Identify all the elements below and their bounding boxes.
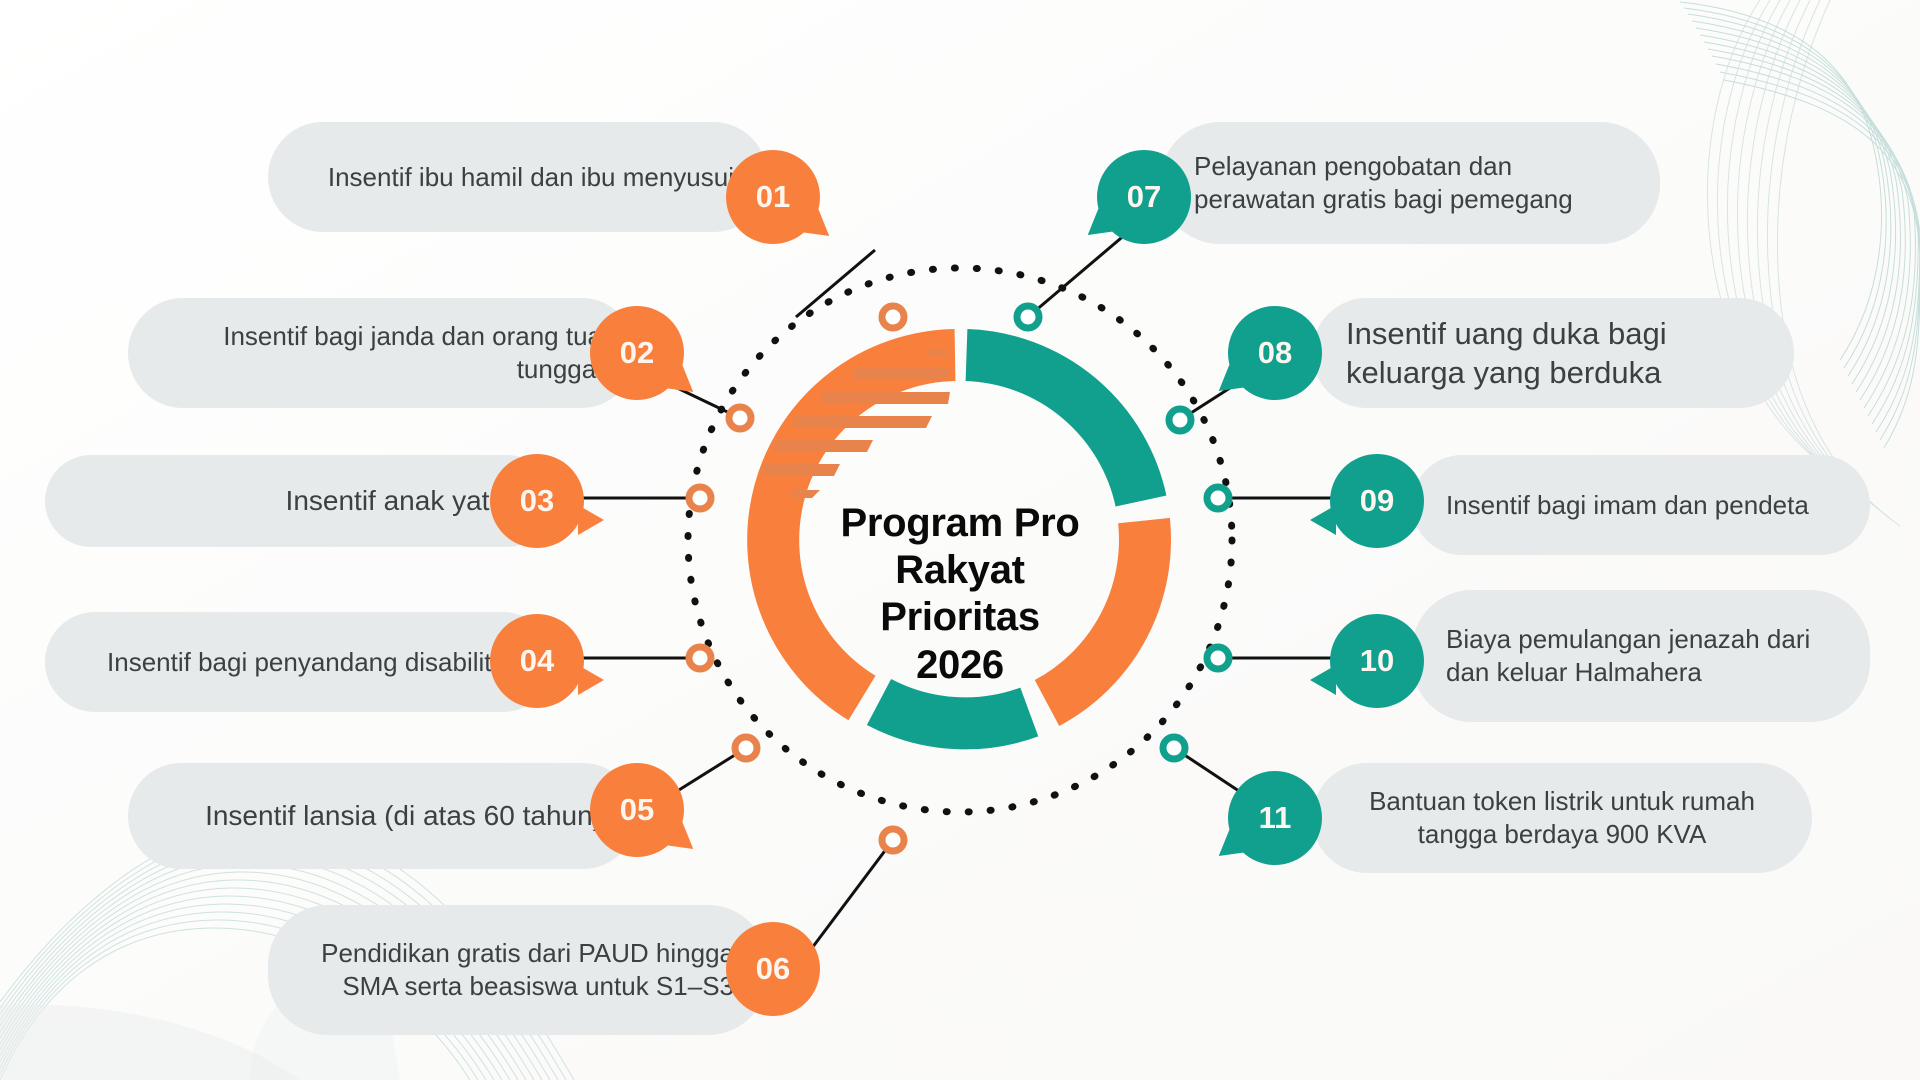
item-number-03: 03 — [519, 483, 555, 518]
item-label-10[interactable]: Biaya pemulangan jenazah dari dan keluar… — [1412, 590, 1870, 722]
item-label-03[interactable]: Insentif anak yatim — [45, 455, 553, 547]
item-badge-11[interactable]: 11 — [1209, 771, 1322, 868]
item-text-09: Insentif bagi imam dan pendeta — [1446, 489, 1809, 520]
item-badge-05[interactable]: 05 — [590, 763, 703, 861]
connector-node-04 — [685, 643, 715, 673]
item-label-04[interactable]: Insentif bagi penyandang disabilitas — [45, 612, 553, 712]
donut-segment-teal-bottom — [866, 678, 1039, 750]
item-text-04: Insentif bagi penyandang disabilitas — [107, 646, 519, 677]
item-text-05: Insentif lansia (di atas 60 tahun) — [205, 800, 602, 832]
item-text-07: Pelayanan pengobatan dan perawatan grati… — [1194, 151, 1573, 214]
center-title-line-2: Rakyat — [895, 548, 1025, 593]
item-badge-04[interactable]: 04 — [490, 614, 604, 708]
item-badge-07[interactable]: 07 — [1078, 150, 1191, 247]
item-label-08[interactable]: Insentif uang duka bagi keluarga yang be… — [1312, 298, 1794, 408]
item-number-01: 01 — [755, 179, 791, 214]
donut-segment-teal-top — [965, 329, 1167, 508]
item-number-02: 02 — [619, 335, 655, 370]
item-text-03: Insentif anak yatim — [285, 485, 519, 517]
item-badge-02[interactable]: 02 — [590, 306, 703, 404]
donut-segment-orange-right — [1034, 517, 1171, 726]
center-title: Program Pro Rakyat Prioritas 2026 — [790, 500, 1130, 689]
connector-node-02 — [725, 403, 755, 433]
item-text-08: Insentif uang duka bagi keluarga yang be… — [1346, 315, 1667, 390]
item-text-02: Insentif bagi janda dan orang tua tungga… — [223, 321, 602, 384]
item-number-08: 08 — [1257, 335, 1293, 370]
item-badge-10[interactable]: 10 — [1310, 614, 1424, 708]
connector-node-11 — [1159, 733, 1189, 763]
item-label-06[interactable]: Pendidikan gratis dari PAUD hingga SMA s… — [268, 905, 768, 1035]
connector-line-01 — [795, 248, 876, 319]
item-label-02[interactable]: Insentif bagi janda dan orang tua tungga… — [128, 298, 636, 408]
item-badge-09[interactable]: 09 — [1310, 454, 1424, 548]
connector-node-09 — [1203, 483, 1233, 513]
item-text-06: Pendidikan gratis dari PAUD hingga SMA s… — [321, 938, 734, 1001]
connector-node-06 — [878, 825, 908, 855]
dotted-ring — [684, 264, 1236, 816]
item-label-07[interactable]: Pelayanan pengobatan dan perawatan grati… — [1160, 122, 1660, 244]
connector-node-08 — [1165, 405, 1195, 435]
connector-node-10 — [1203, 643, 1233, 673]
item-badge-03[interactable]: 03 — [490, 454, 604, 548]
center-title-line-3: Prioritas — [880, 595, 1040, 640]
item-number-06: 06 — [755, 951, 791, 986]
badge-tail-10 — [1310, 664, 1336, 695]
item-label-11[interactable]: Bantuan token listrik untuk rumah tangga… — [1312, 763, 1812, 873]
item-badge-08[interactable]: 08 — [1209, 306, 1322, 403]
item-number-11: 11 — [1258, 800, 1292, 835]
badge-tail-03 — [578, 504, 604, 535]
decorative-stripes — [761, 349, 950, 498]
item-number-04: 04 — [519, 643, 555, 678]
connector-node-05 — [731, 733, 761, 763]
center-title-line-4: 2026 — [916, 642, 1004, 687]
item-number-09: 09 — [1359, 483, 1395, 518]
item-label-09[interactable]: Insentif bagi imam dan pendeta — [1412, 455, 1870, 555]
item-text-01: Insentif ibu hamil dan ibu menyusui — [327, 161, 734, 192]
badge-tail-09 — [1310, 504, 1336, 535]
item-text-11: Bantuan token listrik untuk rumah tangga… — [1369, 786, 1755, 849]
item-badge-01[interactable]: 01 — [726, 150, 839, 248]
connector-node-03 — [685, 483, 715, 513]
center-title-line-1: Program Pro — [840, 501, 1080, 545]
item-label-05[interactable]: Insentif lansia (di atas 60 tahun) — [128, 763, 636, 869]
connector-node-07 — [1013, 302, 1043, 332]
item-number-07: 07 — [1126, 179, 1162, 214]
item-text-10: Biaya pemulangan jenazah dari dan keluar… — [1446, 624, 1811, 687]
badge-tail-04 — [578, 664, 604, 695]
connector-node-01 — [878, 302, 908, 332]
connector-line-06 — [810, 839, 895, 949]
item-badge-06[interactable]: 06 — [726, 922, 820, 1016]
item-number-10: 10 — [1359, 643, 1395, 678]
item-label-01[interactable]: Insentif ibu hamil dan ibu menyusui — [268, 122, 768, 232]
item-number-05: 05 — [619, 792, 655, 827]
